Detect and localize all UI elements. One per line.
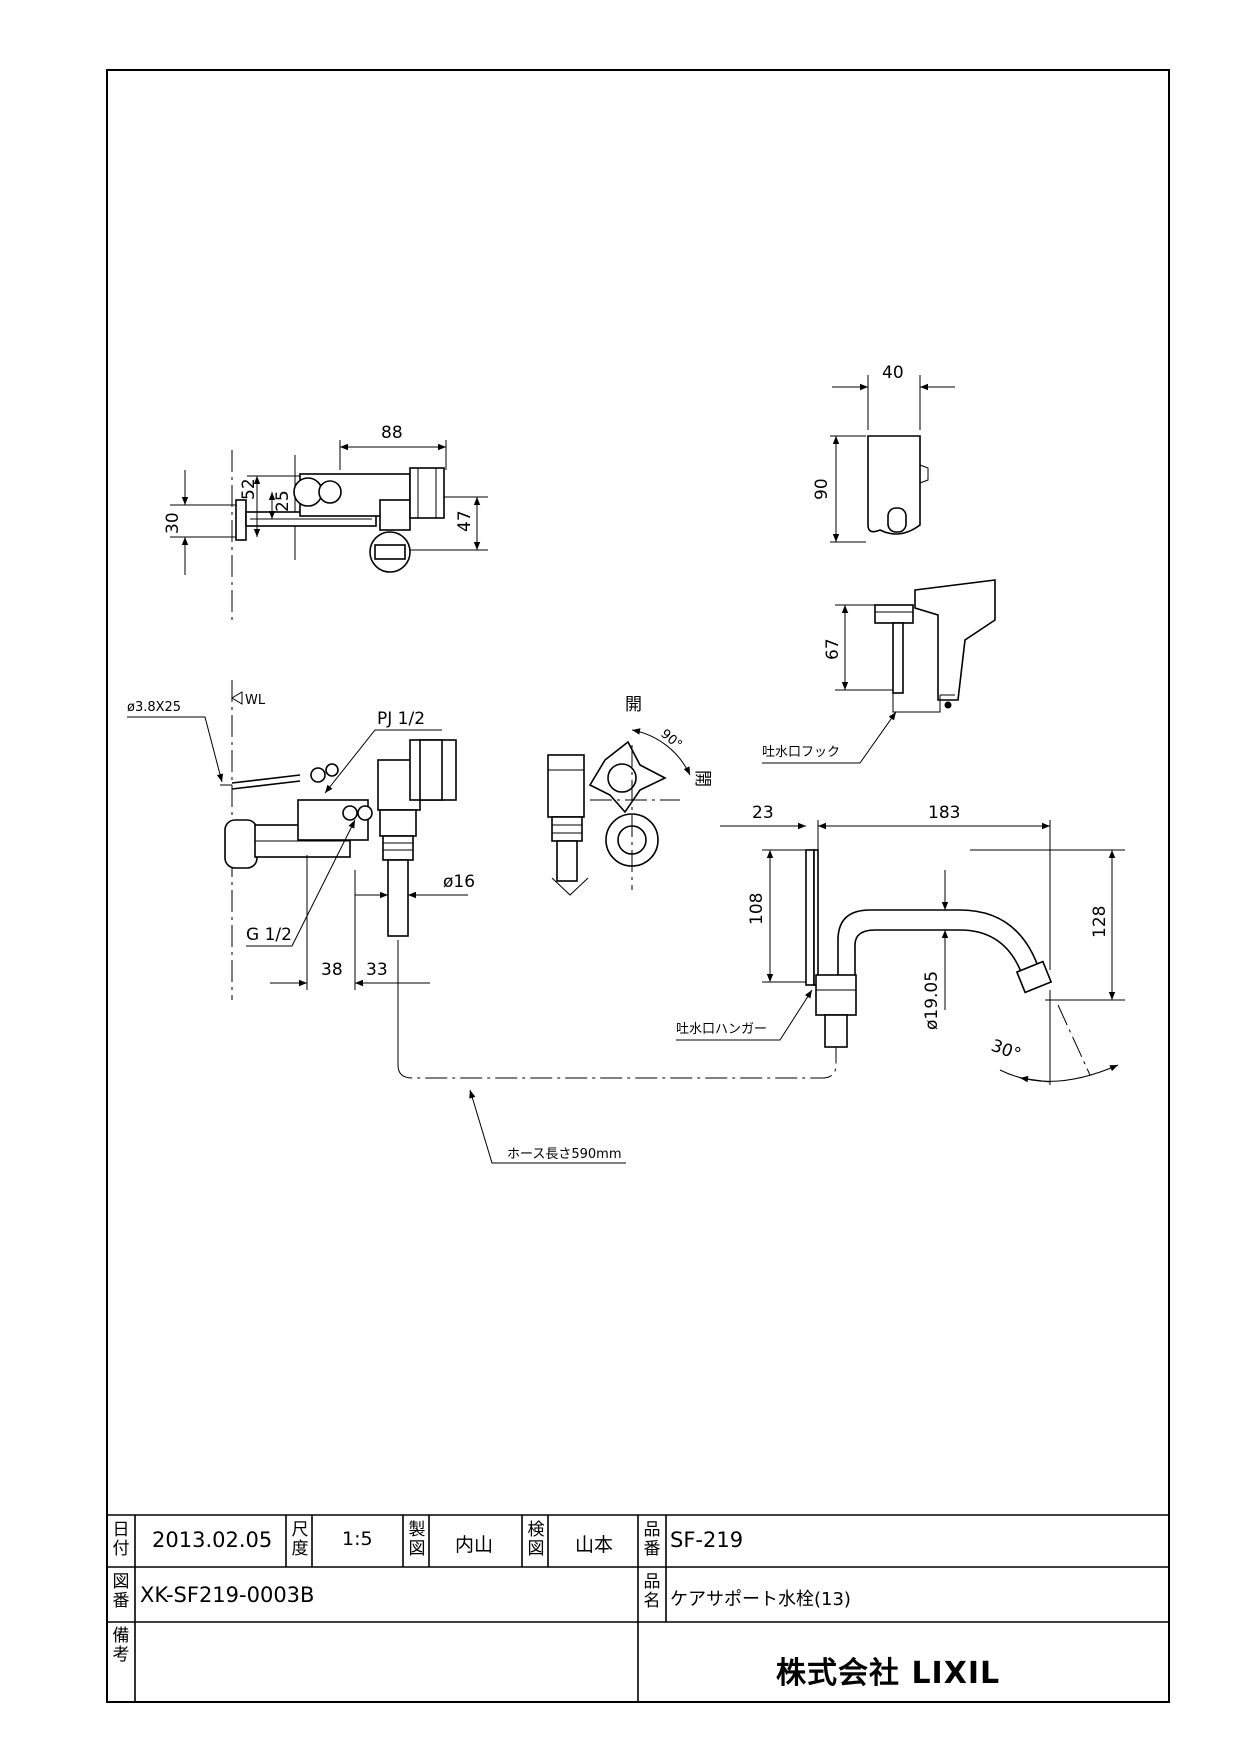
dim-183: 183: [928, 803, 960, 823]
label-hose-length: ホース長さ590mm: [507, 1147, 622, 1162]
checked-by: 山本: [575, 1534, 614, 1556]
dim-88: 88: [381, 423, 403, 443]
dim-40: 40: [882, 363, 904, 383]
dim-52: 52: [239, 478, 259, 500]
label-pj: PJ 1/2: [377, 709, 425, 729]
dim-23: 23: [752, 803, 774, 823]
label-spout-hook: 吐水口フック: [762, 745, 840, 760]
scale-value: 1:5: [342, 1528, 373, 1550]
dim-30: 30: [163, 512, 183, 534]
label-remarks: 備考: [112, 1626, 130, 1665]
drafted-by: 内山: [455, 1534, 494, 1556]
label-d16: ø16: [443, 872, 475, 892]
front-view: WL ø3.8X25 PJ 1/2 G 1/2 ø16: [127, 680, 475, 1065]
dim-67: 67: [823, 638, 843, 660]
label-product-no: 品番: [643, 1520, 661, 1559]
label-open2: 開: [692, 770, 712, 787]
date-value: 2013.02.05: [152, 1528, 273, 1552]
dim-25: 25: [273, 490, 293, 512]
side-view: 開 90° 開: [547, 695, 712, 896]
label-pipe-dia: ø3.8X25: [127, 700, 181, 715]
hook-view: 67 吐水口フック: [762, 579, 996, 764]
label-drawing-no: 図番: [112, 1572, 130, 1611]
hose-line: ホース長さ590mm: [397, 1047, 837, 1164]
label-open1: 開: [625, 695, 642, 715]
product-name: ケアサポート水栓(13): [670, 1589, 851, 1610]
label-g: G 1/2: [246, 925, 292, 945]
label-spout-hanger: 吐水口ハンガー: [676, 1022, 767, 1037]
dim-47: 47: [455, 510, 475, 532]
dim-128: 128: [1090, 906, 1110, 938]
dim-38: 38: [321, 960, 343, 980]
label-checked: 検図: [527, 1520, 545, 1559]
top-view: 88 30 52 25 47: [163, 423, 488, 620]
product-no: SF-219: [670, 1528, 744, 1552]
label-drafted: 製図: [408, 1520, 426, 1559]
hanger-view: 40 90: [812, 363, 955, 543]
label-scale: 尺度: [291, 1520, 309, 1559]
spout-view: 23 183 108 128 ø19.05 30° 吐水口ハンガー: [676, 803, 1125, 1085]
label-wl: WL: [245, 693, 266, 708]
drawing-no: XK-SF219-0003B: [140, 1583, 315, 1607]
dim-90: 90: [812, 478, 832, 500]
label-date: 日付: [112, 1520, 130, 1559]
label-d1905: ø19.05: [922, 971, 942, 1030]
dim-108: 108: [747, 893, 767, 925]
dim-33: 33: [366, 960, 388, 980]
label-product-name: 品名: [643, 1572, 661, 1611]
company-name: 株式会社 LIXIL: [776, 1656, 1001, 1691]
